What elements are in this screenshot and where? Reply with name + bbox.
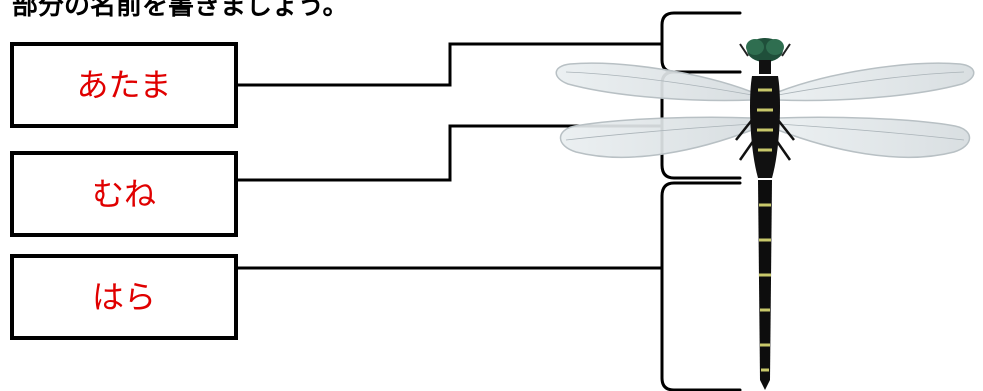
- dragonfly-abdomen: [758, 180, 772, 390]
- left-compound-eye: [746, 39, 764, 55]
- brackets: [662, 13, 740, 390]
- left-forewing: [556, 63, 752, 100]
- bracket-head: [662, 13, 740, 72]
- right-forewing: [778, 63, 974, 100]
- bracket-abdomen: [662, 183, 740, 390]
- dragonfly-illustration: [556, 38, 974, 390]
- right-compound-eye: [766, 39, 784, 55]
